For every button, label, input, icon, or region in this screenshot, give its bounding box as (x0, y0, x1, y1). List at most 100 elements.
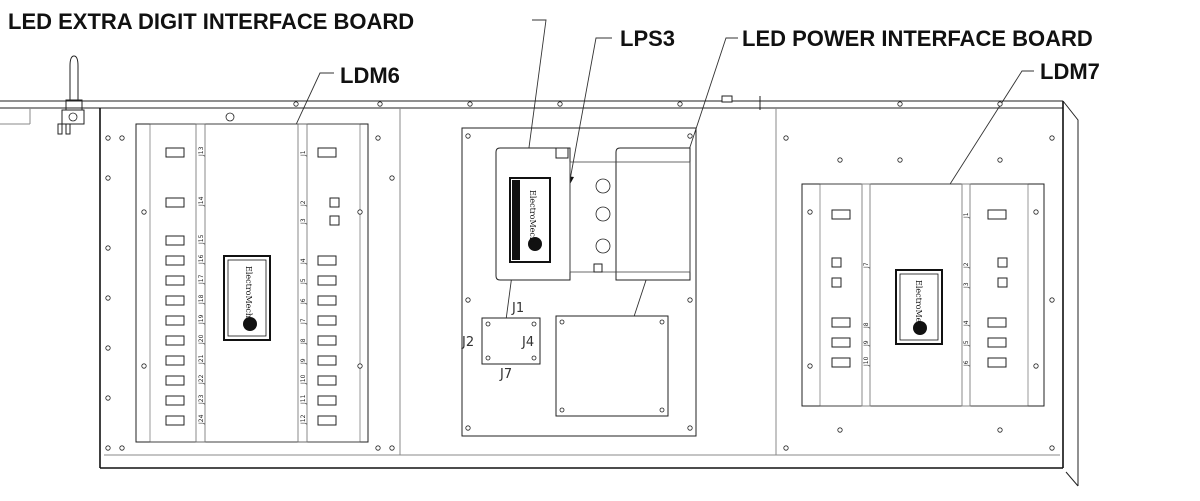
mounting-holes (105, 101, 1055, 451)
mounting-hole (105, 345, 111, 351)
mounting-hole (1049, 135, 1055, 141)
ldm6-j2: J2 (300, 200, 307, 207)
callout-led-power: LED POWER INTERFACE BOARD (742, 26, 1093, 51)
mounting-hole (357, 209, 363, 215)
mounting-hole (375, 135, 381, 141)
mounting-hole (997, 157, 1003, 163)
callout-ldm6: LDM6 (340, 63, 400, 88)
ldm7-j1: J1 (963, 212, 970, 219)
ldm7-j3: J3 (963, 282, 970, 289)
mounting-hole (837, 427, 843, 433)
ldm6-j8: J8 (300, 338, 307, 345)
ldm6-j15: J15 (198, 234, 205, 245)
mounting-hole (377, 101, 383, 107)
lps3-module: ElectroMech (495, 147, 691, 281)
mounting-hole (141, 363, 147, 369)
ldm6-j24: J24 (198, 414, 205, 425)
ldm6-right-connectors (317, 147, 340, 426)
ldm7-j6: J6 (963, 360, 970, 367)
ldm7-j10: J10 (863, 356, 870, 367)
mounting-hole (465, 425, 471, 431)
label-j2: J2 (461, 335, 474, 350)
mounting-hole (119, 445, 125, 451)
ldm6-j17: J17 (198, 274, 205, 285)
ldm6-left-connectors (165, 147, 185, 426)
ldm6-j4: J4 (300, 258, 307, 265)
ldm6-j5: J5 (300, 278, 307, 285)
mounting-hole (687, 297, 693, 303)
ldm7-j2: J2 (963, 262, 970, 269)
mounting-hole (783, 135, 789, 141)
ldm7-badge-brand: ElectroMech (914, 280, 923, 332)
mounting-hole (897, 157, 903, 163)
mounting-hole (465, 133, 471, 139)
antenna-icon (57, 55, 85, 135)
ldm6-badge-brand: ElectroMech (244, 266, 253, 318)
mounting-hole (687, 133, 693, 139)
mounting-hole (105, 445, 111, 451)
mounting-hole (467, 101, 473, 107)
ldm6-j13: J13 (198, 146, 205, 157)
lps3-badge-brand: ElectroMech (528, 190, 537, 242)
mounting-hole (119, 135, 125, 141)
ldm6-j19: J19 (198, 314, 205, 325)
center-bay: ElectroMech J1 J2 J4 J7 (461, 127, 697, 437)
mounting-hole (837, 157, 843, 163)
ldm6-j18: J18 (198, 294, 205, 305)
mounting-hole (357, 363, 363, 369)
label-j4: J4 (521, 335, 534, 350)
ldm6-j11: J11 (300, 394, 307, 405)
ldm7-right-connectors (987, 209, 1008, 368)
mounting-hole (293, 101, 299, 107)
ldm6-j21: J21 (198, 354, 205, 365)
mounting-hole (897, 101, 903, 107)
mounting-hole (389, 175, 395, 181)
enclosure (0, 95, 1079, 487)
ldm7-j8: J8 (863, 322, 870, 329)
ldm7-j5: J5 (963, 340, 970, 347)
mounting-hole (105, 295, 111, 301)
mounting-hole (687, 425, 693, 431)
mounting-hole (1049, 445, 1055, 451)
ldm6-j3: J3 (300, 218, 307, 225)
label-j7: J7 (499, 367, 512, 382)
mounting-hole (105, 135, 111, 141)
mounting-hole (807, 363, 813, 369)
mounting-hole (1033, 209, 1039, 215)
mounting-hole (465, 297, 471, 303)
ldm7-j9: J9 (863, 340, 870, 347)
ldm6-j9: J9 (300, 358, 307, 365)
ldm7-board: J7 J8 J9 J10 J1 J2 J3 J4 J5 J6 ElectroMe… (801, 183, 1045, 407)
mounting-hole (389, 445, 395, 451)
ldm7-left-connectors (831, 209, 851, 368)
ldm7-j4: J4 (963, 320, 970, 327)
callout-ldm7: LDM7 (1040, 59, 1100, 84)
led-extra-digit-board: J1 J2 J4 J7 (461, 301, 541, 382)
mounting-hole (141, 209, 147, 215)
mounting-hole (375, 445, 381, 451)
ldm6-j20: J20 (198, 334, 205, 345)
mounting-hole (997, 427, 1003, 433)
mounting-hole (105, 245, 111, 251)
mounting-hole (783, 445, 789, 451)
mounting-hole (557, 101, 563, 107)
ldm7-badge: ElectroMech (895, 269, 943, 345)
ldm6-j23: J23 (198, 394, 205, 405)
ldm6-j22: J22 (198, 374, 205, 385)
ldm6-j12: J12 (300, 414, 307, 425)
mounting-hole (105, 175, 111, 181)
callout-led-extra-digit: LED EXTRA DIGIT INTERFACE BOARD (8, 9, 414, 34)
mounting-hole (807, 209, 813, 215)
ldm7-j7: J7 (863, 262, 870, 269)
ldm6-j14: J14 (198, 196, 205, 207)
mounting-hole (997, 101, 1003, 107)
ldm6-j6: J6 (300, 298, 307, 305)
callout-lps3: LPS3 (620, 26, 675, 51)
label-j1: J1 (511, 301, 524, 316)
led-power-interface-board (555, 315, 669, 417)
ldm6-badge: ElectroMech (223, 255, 271, 341)
mounting-hole (1049, 297, 1055, 303)
ldm6-j7: J7 (300, 318, 307, 325)
mounting-hole (1033, 363, 1039, 369)
